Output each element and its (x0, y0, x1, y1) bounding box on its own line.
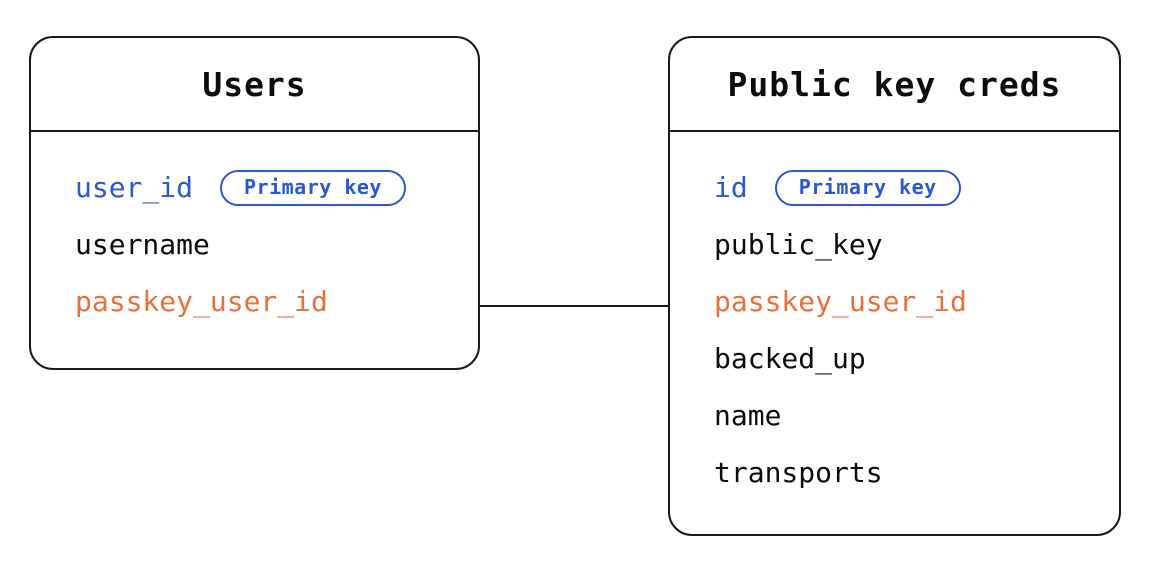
field-row-passkey-user-id: passkey_user_id (714, 273, 1109, 330)
field-row-passkey-user-id: passkey_user_id (75, 273, 468, 330)
public-key-creds-table-title: Public key creds (670, 38, 1119, 132)
public-key-creds-table-body: id Primary key public_key passkey_user_i… (670, 132, 1119, 501)
field-passkey-user-id: passkey_user_id (75, 285, 328, 318)
users-table: Users user_id Primary key username passk… (29, 36, 480, 370)
public-key-creds-table: Public key creds id Primary key public_k… (668, 36, 1121, 536)
field-row-user-id: user_id Primary key (75, 159, 468, 216)
field-row-id: id Primary key (714, 159, 1109, 216)
field-row-name: name (714, 387, 1109, 444)
field-backed-up: backed_up (714, 342, 866, 375)
primary-key-badge: Primary key (774, 169, 961, 206)
field-row-transports: transports (714, 444, 1109, 501)
field-public-key: public_key (714, 228, 883, 261)
field-row-backed-up: backed_up (714, 330, 1109, 387)
primary-key-badge: Primary key (220, 169, 406, 206)
field-username: username (75, 228, 210, 261)
users-table-body: user_id Primary key username passkey_use… (31, 132, 478, 330)
field-user-id: user_id (75, 171, 194, 204)
field-passkey-user-id: passkey_user_id (714, 285, 967, 318)
field-row-public-key: public_key (714, 216, 1109, 273)
field-id: id (714, 171, 748, 204)
field-row-username: username (75, 216, 468, 273)
relationship-line (480, 305, 668, 307)
field-transports: transports (714, 456, 883, 489)
field-name: name (714, 399, 782, 432)
users-table-title: Users (31, 38, 478, 132)
